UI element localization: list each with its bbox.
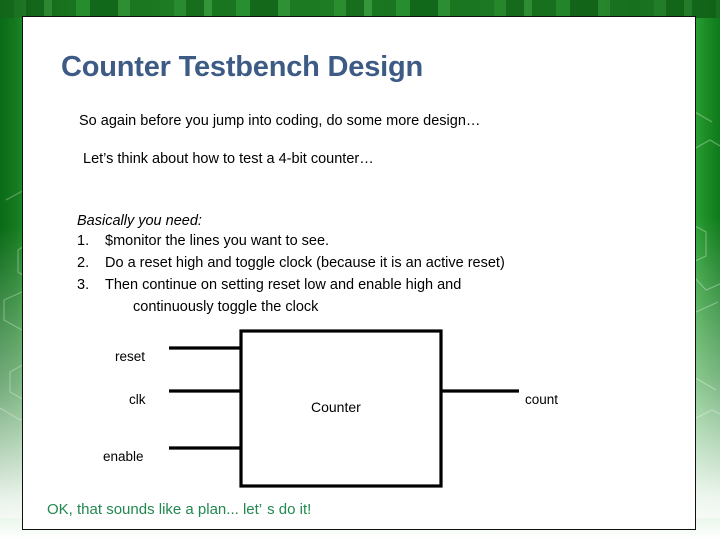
diagram-output-label-count: count <box>525 392 559 407</box>
list-item-number: 3. <box>77 277 90 293</box>
list-item-number: 2. <box>77 255 90 271</box>
diagram-block-label: Counter <box>311 399 361 415</box>
footer-note: OK, that sounds like a plan... let’s do … <box>47 501 311 518</box>
list-item-number: 1. <box>77 233 90 249</box>
list-item-label: Then continue on setting reset low and e… <box>105 277 462 293</box>
diagram-input-label-clk: clk <box>129 392 146 407</box>
footer-note-part-1: OK, that sounds like a plan... let’ <box>47 501 263 518</box>
list-item-label: Do a reset high and toggle clock (becaus… <box>105 255 505 271</box>
diagram-input-label-enable: enable <box>103 449 144 464</box>
footer-note-part-2: s do it! <box>267 501 312 518</box>
list-item-label: $monitor the lines you want to see. <box>105 233 330 249</box>
diagram-input-label-reset: reset <box>115 349 146 364</box>
page-title: Counter Testbench Design <box>61 51 424 83</box>
needs-heading: Basically you need: <box>77 213 202 229</box>
intro-line-1: So again before you jump into coding, do… <box>79 113 481 129</box>
top-green-stripe-band <box>0 0 720 18</box>
list-item-continuation: continuously toggle the clock <box>133 299 319 315</box>
slide-content-panel: Counter Testbench Design So again before… <box>22 16 696 530</box>
intro-line-2: Let’s think about how to test a 4-bit co… <box>83 151 374 167</box>
